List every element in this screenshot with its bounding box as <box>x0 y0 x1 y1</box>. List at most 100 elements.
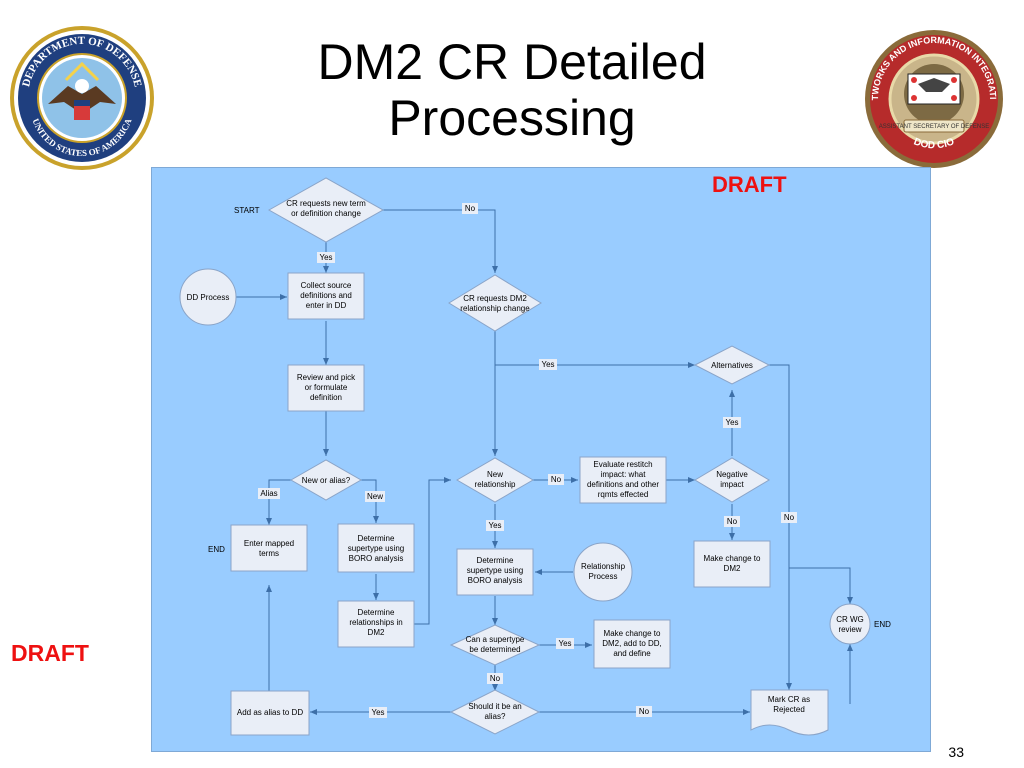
svg-text:supertype using: supertype using <box>348 544 404 553</box>
svg-text:Can a supertype: Can a supertype <box>466 635 525 644</box>
task-enter-mapped-terms: Enter mapped terms <box>230 524 308 572</box>
svg-text:BORO analysis: BORO analysis <box>468 576 523 585</box>
svg-text:Relationship: Relationship <box>581 562 626 571</box>
svg-text:impact: what: impact: what <box>601 470 647 479</box>
start-label: START <box>234 206 260 215</box>
svg-text:definitions and: definitions and <box>300 291 352 300</box>
task-review-pick: Review and pick or formulate definition <box>287 364 365 412</box>
edge-label-no: No <box>490 674 501 683</box>
edge-label-no: No <box>727 517 738 526</box>
edge-label-no: No <box>639 707 650 716</box>
svg-text:Make change to: Make change to <box>604 629 661 638</box>
review-cr-wg-circle: CR WG review <box>829 603 871 645</box>
svg-text:DM2: DM2 <box>368 628 385 637</box>
edge-label-yes: Yes <box>558 639 571 648</box>
decision-new-or-alias: New or alias? <box>289 459 363 501</box>
svg-text:definitions and other: definitions and other <box>587 480 659 489</box>
edge-label-new: New <box>367 492 383 501</box>
connector-to-crwg <box>789 567 853 604</box>
page-number: 33 <box>948 744 964 760</box>
task-determine-supertype-mid: Determine supertype using BORO analysis <box>456 548 534 596</box>
title-line-2: Processing <box>388 90 636 146</box>
edge-label-yes: Yes <box>725 418 738 427</box>
decision-negative-impact: Negative impact <box>694 457 770 503</box>
svg-text:Make change to: Make change to <box>704 554 761 563</box>
task-make-change-dm2: Make change to DM2 <box>693 540 771 588</box>
edge-label-alias: Alias <box>260 489 277 498</box>
task-evaluate-restitch: Evaluate restitch impact: what definitio… <box>579 456 667 504</box>
svg-text:terms: terms <box>259 549 279 558</box>
svg-text:DOD CIO: DOD CIO <box>912 136 956 151</box>
svg-text:or definition change: or definition change <box>291 209 361 218</box>
svg-text:enter in DD: enter in DD <box>306 301 347 310</box>
draft-label-right: DRAFT <box>712 172 787 197</box>
task-make-change-add-dd: Make change to DM2, add to DD, and defin… <box>593 619 671 669</box>
svg-text:New: New <box>487 470 503 479</box>
svg-text:DD Process: DD Process <box>187 293 230 302</box>
svg-text:be determined: be determined <box>469 645 520 654</box>
svg-text:relationship change: relationship change <box>460 304 530 313</box>
decision-should-alias: Should it be an alias? <box>449 689 541 735</box>
svg-text:Add as alias to DD: Add as alias to DD <box>237 708 303 717</box>
task-determine-supertype-left: Determine supertype using BORO analysis <box>337 523 415 573</box>
svg-text:CR WG: CR WG <box>836 615 864 624</box>
decision-can-supertype: Can a supertype be determined <box>449 624 541 666</box>
svg-text:relationship: relationship <box>475 480 516 489</box>
svg-text:relationships in: relationships in <box>349 618 402 627</box>
svg-text:Mark CR as: Mark CR as <box>768 695 810 704</box>
right-seal-text-bottom: DOD CIO <box>912 136 956 151</box>
svg-text:impact: impact <box>720 480 744 489</box>
svg-text:DM2, add to DD,: DM2, add to DD, <box>602 639 662 648</box>
right-seal-ribbon: ASSISTANT SECRETARY OF DEFENSE <box>879 124 989 130</box>
svg-text:review: review <box>838 625 861 634</box>
edge-label-yes: Yes <box>371 708 384 717</box>
svg-text:and define: and define <box>613 649 651 658</box>
task-add-alias: Add as alias to DD <box>230 690 310 736</box>
svg-text:supertype using: supertype using <box>467 566 523 575</box>
end-label: END <box>874 620 891 629</box>
svg-text:CR requests new term: CR requests new term <box>286 199 366 208</box>
connector-alt-to-reject <box>769 364 792 690</box>
task-collect-source: Collect source definitions and enter in … <box>287 272 365 320</box>
edge-label-yes: Yes <box>319 253 332 262</box>
svg-text:Negative: Negative <box>716 470 748 479</box>
svg-text:Rejected: Rejected <box>773 705 805 714</box>
svg-text:Evaluate restitch: Evaluate restitch <box>593 460 652 469</box>
decision-new-relationship: New relationship <box>456 457 534 503</box>
decision-alternatives: Alternatives <box>693 345 771 385</box>
svg-text:DM2: DM2 <box>724 564 741 573</box>
edge-label-no: No <box>465 204 476 213</box>
svg-text:definition: definition <box>310 393 342 402</box>
svg-text:CR requests DM2: CR requests DM2 <box>463 294 527 303</box>
process-relationship-circle: Relationship Process <box>573 542 633 602</box>
svg-text:New or alias?: New or alias? <box>302 476 351 485</box>
draft-label-left: DRAFT <box>11 640 89 666</box>
flowchart-svg: DRAFT <box>179 172 891 736</box>
svg-text:alias?: alias? <box>485 712 506 721</box>
document-mark-rejected: Mark CR as Rejected <box>750 689 829 736</box>
edge-label-no: No <box>784 513 795 522</box>
svg-text:Collect source: Collect source <box>301 281 352 290</box>
page-title: DM2 CR Detailed Processing <box>220 34 804 146</box>
connector-alias-to-enter <box>266 479 291 525</box>
edge-label-no: No <box>551 475 562 484</box>
svg-text:Determine: Determine <box>358 534 395 543</box>
edge-label-yes: Yes <box>541 360 554 369</box>
svg-text:Should it be an: Should it be an <box>468 702 521 711</box>
svg-text:Determine: Determine <box>358 608 395 617</box>
end-label: END <box>208 545 225 554</box>
svg-text:Determine: Determine <box>477 556 514 565</box>
task-determine-relationships: Determine relationships in DM2 <box>337 600 415 648</box>
svg-text:or formulate: or formulate <box>305 383 348 392</box>
dod-cio-seal-icon: ASSISTANT SECRETARY OF DEFENSE NETWORKS … <box>864 26 1003 168</box>
dod-seal-icon: DEPARTMENT OF DEFENSE UNITED STATES OF A… <box>10 26 154 170</box>
edge-label-yes: Yes <box>488 521 501 530</box>
decision-cr-dm2: CR requests DM2 relationship change <box>448 274 542 332</box>
svg-text:BORO analysis: BORO analysis <box>349 554 404 563</box>
svg-text:Review and pick: Review and pick <box>297 373 356 382</box>
svg-text:Alternatives: Alternatives <box>711 361 753 370</box>
connector-rel-to-newrel <box>414 477 451 625</box>
title-line-1: DM2 CR Detailed <box>317 34 707 90</box>
connector-cr-to-dm2 <box>383 209 498 273</box>
svg-text:Process: Process <box>589 572 618 581</box>
